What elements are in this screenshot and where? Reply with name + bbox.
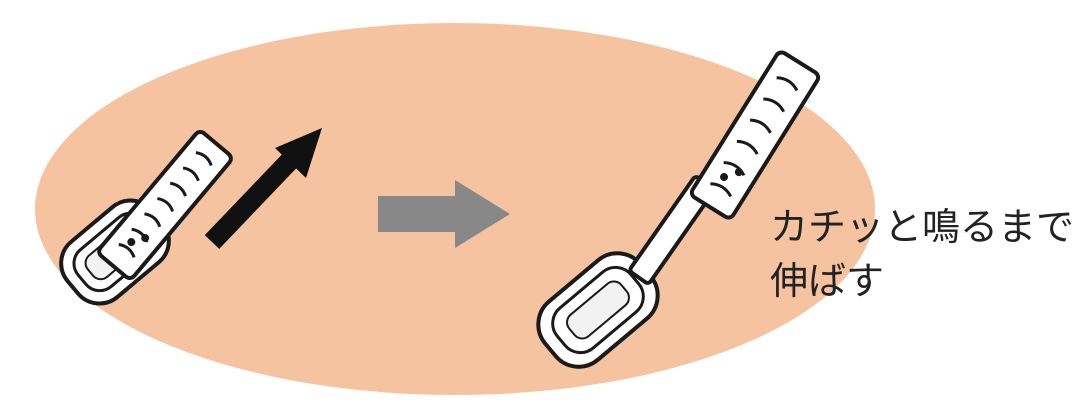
instruction-line-1: カチッと鳴るまで	[770, 205, 1075, 249]
push-arrow-icon	[204, 128, 322, 249]
instruction-caption: カチッと鳴るまで 伸ばす	[770, 200, 1074, 308]
extended-spoon-icon	[536, 50, 821, 369]
next-step-arrow-icon	[378, 180, 510, 248]
folded-spoon-icon	[59, 130, 233, 306]
instruction-line-2: 伸ばす	[770, 259, 885, 303]
